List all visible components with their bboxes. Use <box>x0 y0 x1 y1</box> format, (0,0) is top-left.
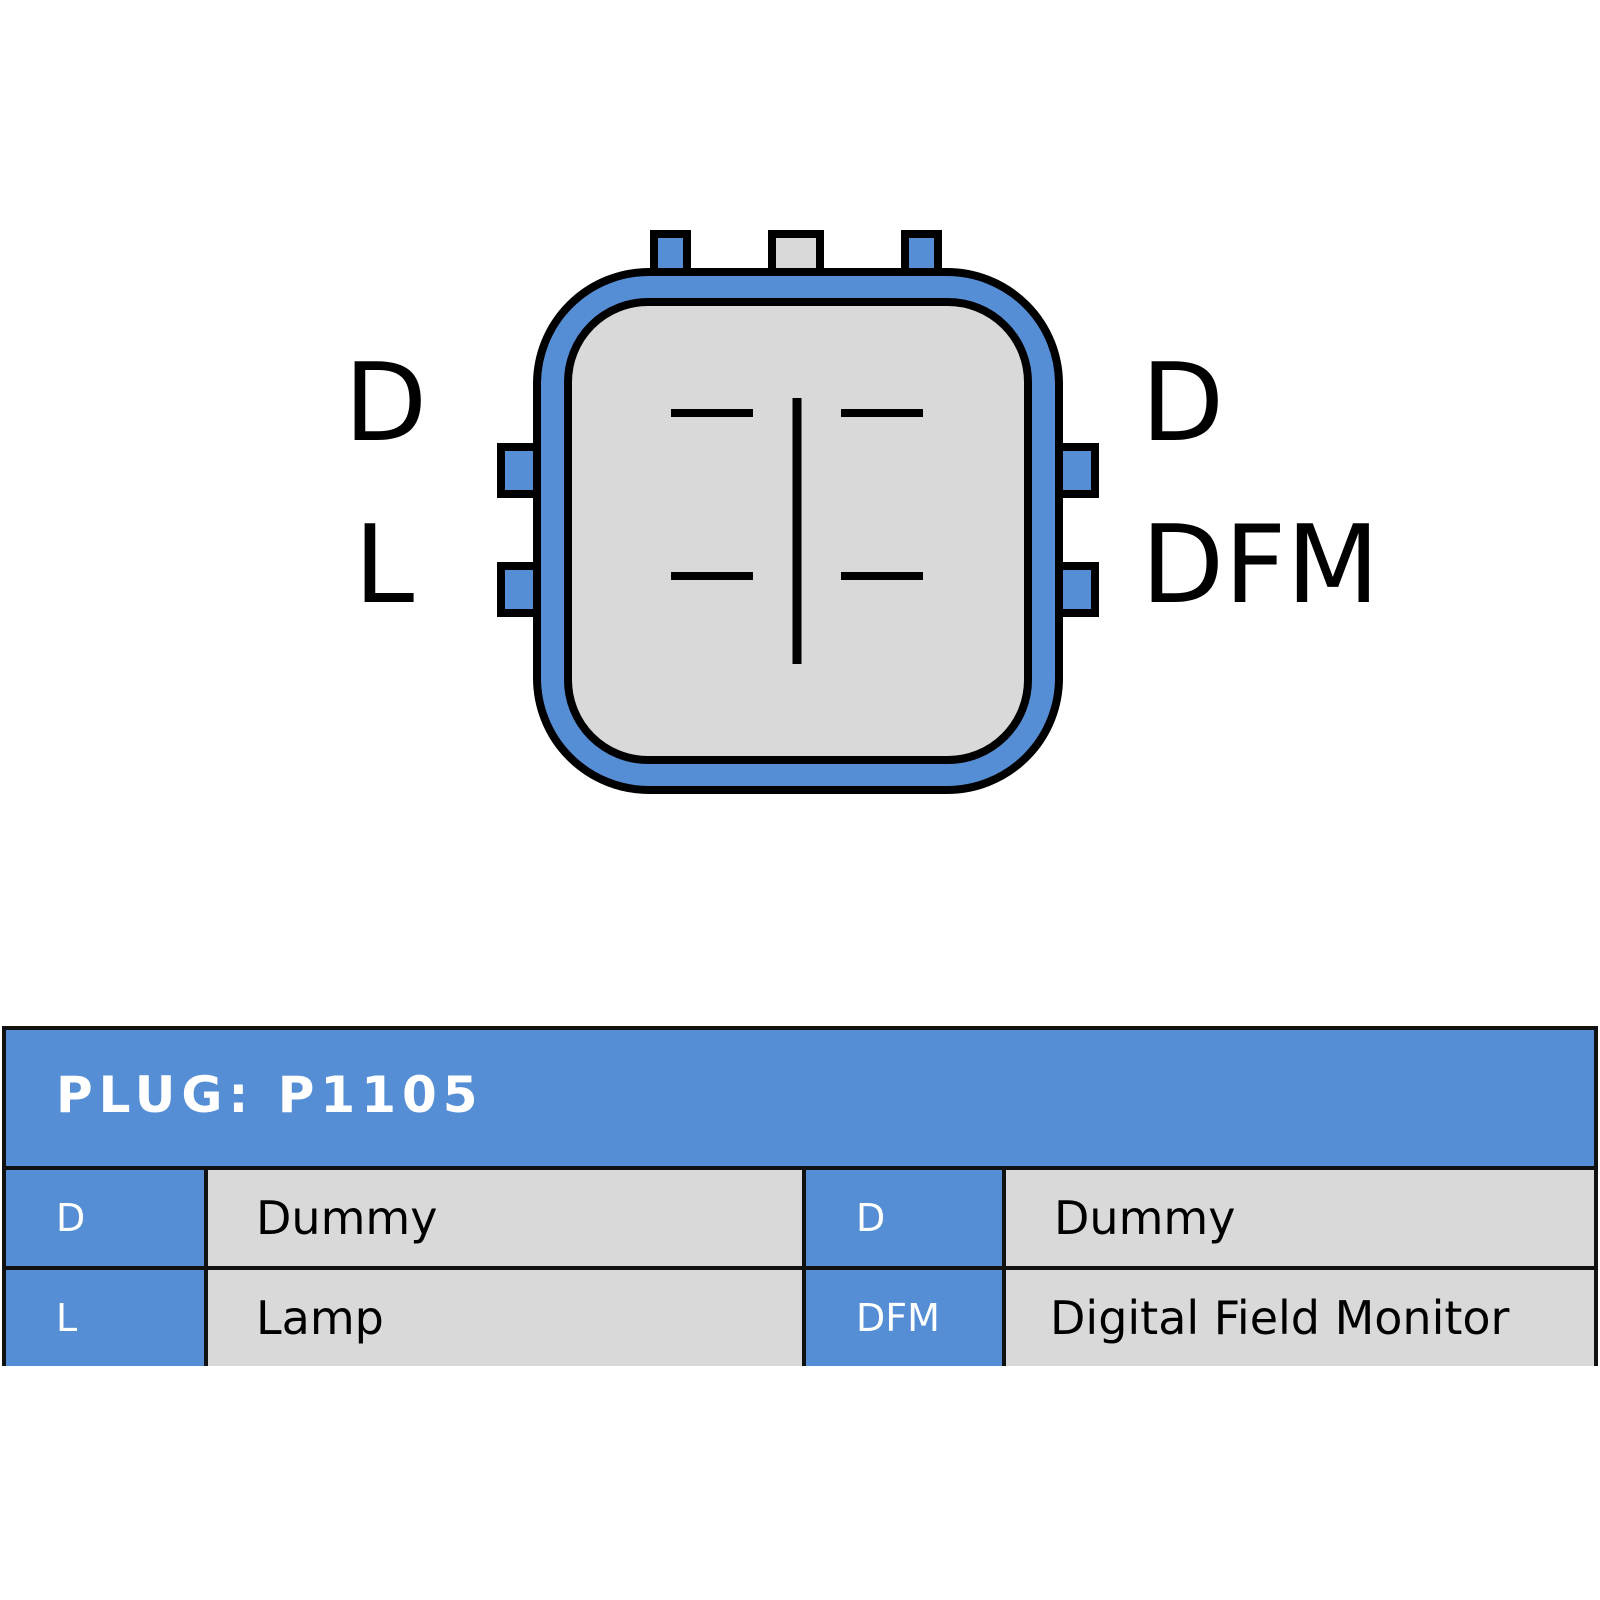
pin-code-cell: D <box>806 1170 1002 1266</box>
pin-label-right-dfm: DFM <box>1141 503 1380 628</box>
pin-code-cell: DFM <box>806 1270 1002 1366</box>
column-divider <box>204 1170 208 1366</box>
pin-desc-cell: Lamp <box>208 1270 802 1366</box>
table-row: L Lamp DFM Digital Field Monitor <box>6 1270 1594 1366</box>
pin-code-cell: L <box>6 1270 204 1366</box>
pin-label-left-d: D <box>344 341 428 466</box>
column-divider <box>1002 1170 1006 1366</box>
row-divider <box>6 1266 1594 1270</box>
pin-code-cell: D <box>6 1170 204 1266</box>
plug-title: PLUG: P1105 <box>56 1066 484 1124</box>
pin-label-right-d: D <box>1141 341 1225 466</box>
pin-desc-cell: Dummy <box>1006 1170 1594 1266</box>
pin-desc-cell: Digital Field Monitor <box>1006 1270 1594 1366</box>
column-divider <box>802 1170 806 1366</box>
pin-desc-cell: Dummy <box>208 1170 802 1266</box>
pin-label-left-l: L <box>354 503 415 628</box>
pin-legend-table: PLUG: P1105 D Dummy D Dummy L Lamp DFM D… <box>2 1026 1598 1366</box>
table-row: D Dummy D Dummy <box>6 1170 1594 1266</box>
legend-header: PLUG: P1105 <box>6 1030 1594 1170</box>
